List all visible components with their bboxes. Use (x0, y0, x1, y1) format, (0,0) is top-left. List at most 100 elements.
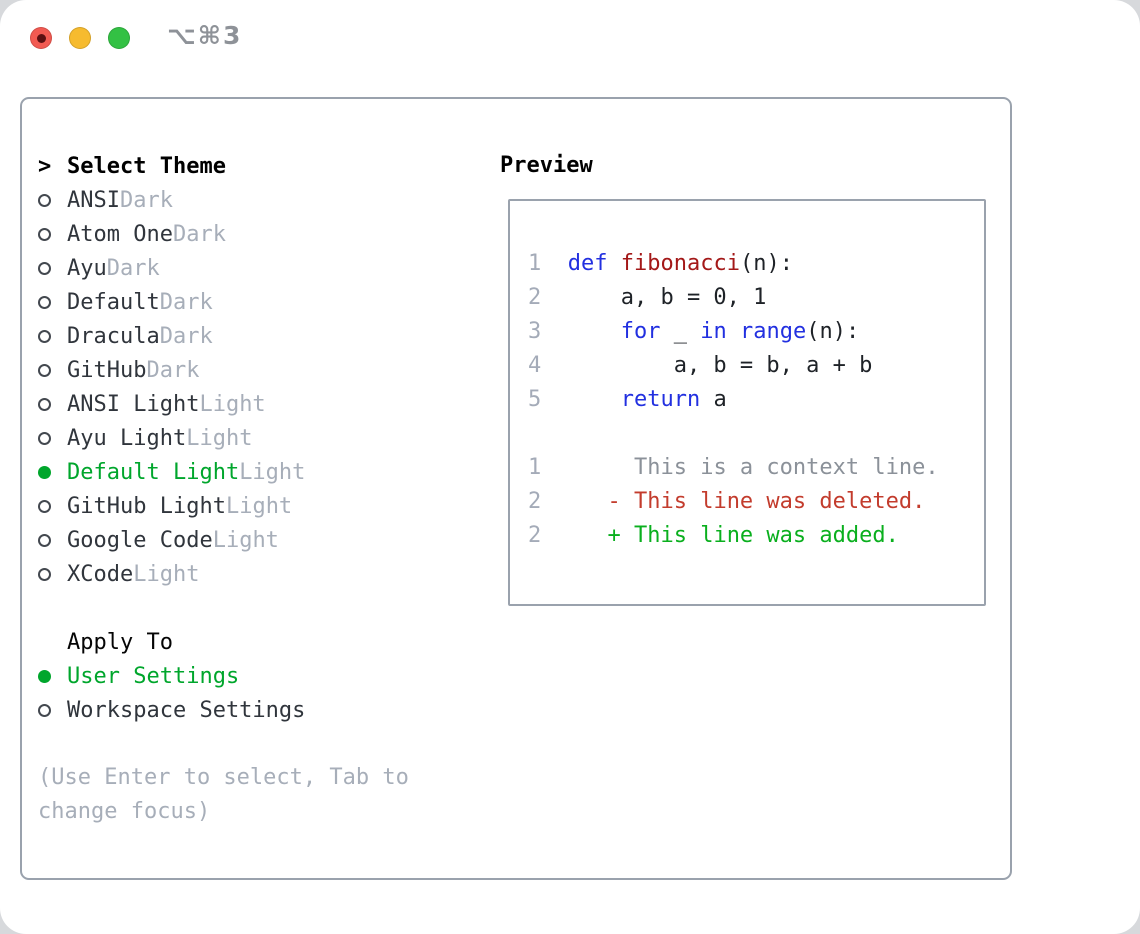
code-line: 2 a, b = 0, 1 (528, 281, 984, 315)
theme-variant-label: Dark (106, 255, 160, 281)
radio-icon (38, 363, 51, 377)
code-token-plain (541, 455, 634, 480)
theme-option[interactable]: ANSI Dark (38, 183, 305, 217)
theme-variant-label: Light (212, 527, 279, 553)
code-token-kw: range (739, 319, 807, 344)
code-token-kw: for (620, 319, 661, 344)
theme-variant-label: Light (199, 391, 266, 417)
radio-icon (38, 499, 51, 513)
close-dot-icon (36, 33, 46, 43)
theme-option-label: GitHub Light (67, 493, 226, 519)
radio-icon (38, 193, 51, 207)
radio-icon (38, 533, 51, 547)
code-line: 3 for _ in range(n): (528, 315, 984, 349)
radio-icon (38, 261, 51, 275)
code-token-num: 5 (528, 387, 542, 412)
code-token-plain: a, b = b, a + b (541, 353, 873, 378)
theme-option-label: Default (67, 289, 160, 315)
theme-option-label: Ayu Light (67, 425, 187, 451)
code-token-plain: _ (660, 319, 701, 344)
code-token-num: 1 (528, 455, 542, 480)
theme-variant-label: Light (133, 561, 200, 587)
theme-variant-label: Dark (146, 357, 200, 383)
traffic-lights (30, 27, 130, 49)
code-token-plain (541, 387, 620, 412)
theme-option[interactable]: Default Dark (38, 285, 305, 319)
theme-option[interactable]: Dracula Dark (38, 319, 305, 353)
radio-icon (38, 329, 51, 343)
code-token-plain (608, 251, 621, 276)
minimize-button[interactable] (69, 27, 91, 49)
theme-option-label: Default Light (67, 459, 240, 485)
code-token-ctx: This is a context line. (633, 455, 939, 480)
theme-variant-label: Dark (159, 289, 213, 315)
code-token-plain (541, 319, 620, 344)
theme-variant-label: Light (225, 493, 293, 519)
zoom-button[interactable] (108, 27, 130, 49)
code-token-plain (727, 319, 740, 344)
code-token-plain: (n): (806, 319, 860, 344)
code-token-plain: (n): (739, 251, 793, 276)
theme-option[interactable]: Atom One Dark (38, 217, 305, 251)
diff-added-line: 2 + This line was added. (528, 519, 984, 553)
theme-variant-label: Dark (172, 221, 226, 247)
theme-option[interactable]: Ayu Dark (38, 251, 305, 285)
code-token-num: 1 (528, 251, 542, 276)
radio-selected-icon (38, 669, 51, 683)
theme-option[interactable]: Default Light Light (38, 455, 305, 489)
diff-context-line: 1 This is a context line. (528, 451, 984, 485)
code-token-del: - This line was deleted. (607, 489, 926, 514)
blank-line (528, 417, 984, 451)
code-token-num: 2 (528, 523, 542, 548)
close-button[interactable] (30, 27, 52, 49)
theme-list-title: Select Theme (67, 153, 226, 179)
radio-icon (38, 397, 51, 411)
theme-option[interactable]: GitHub Dark (38, 353, 305, 387)
radio-icon (38, 295, 51, 309)
theme-option-label: Ayu (67, 255, 107, 281)
code-token-fn: fibonacci (620, 251, 740, 276)
theme-variant-label: Dark (119, 187, 173, 213)
theme-option-label: ANSI (67, 187, 120, 213)
code-token-num: 4 (528, 353, 542, 378)
hint-line-2: change focus) (38, 799, 211, 824)
theme-option-label: GitHub (67, 357, 147, 383)
theme-option[interactable]: GitHub Light Light (38, 489, 305, 523)
theme-option-label: Google Code (67, 527, 213, 553)
theme-option-label: ANSI Light (67, 391, 200, 417)
code-token-kw: def (567, 251, 608, 276)
theme-option-label: XCode (67, 561, 134, 587)
theme-option[interactable]: ANSI Light Light (38, 387, 305, 421)
hint-block: (Use Enter to select, Tab to change focu… (38, 761, 409, 829)
code-token-num: 2 (528, 489, 542, 514)
apply-option-label: User Settings (67, 663, 240, 689)
code-token-plain (541, 523, 607, 548)
apply-option[interactable]: Workspace Settings (38, 693, 305, 727)
code-line: 1 def fibonacci(n): (528, 247, 984, 281)
radio-icon (38, 431, 51, 445)
radio-icon (38, 567, 51, 581)
code-token-num: 3 (528, 319, 542, 344)
theme-option[interactable]: Ayu Light Light (38, 421, 305, 455)
code-line: 5 return a (528, 383, 984, 417)
radio-icon (38, 703, 51, 717)
theme-option[interactable]: XCode Light (38, 557, 305, 591)
code-token-plain (541, 489, 607, 514)
theme-option[interactable]: Google Code Light (38, 523, 305, 557)
theme-variant-label: Light (186, 425, 253, 451)
apply-to-title: Apply To (67, 629, 173, 655)
apply-option[interactable]: User Settings (38, 659, 305, 693)
radio-icon (38, 227, 51, 241)
theme-variant-label: Light (239, 459, 306, 485)
diff-deleted-line: 2 - This line was deleted. (528, 485, 984, 519)
theme-list-header-row: > Select Theme (38, 149, 305, 183)
code-token-plain (541, 251, 568, 276)
radio-selected-icon (38, 465, 51, 479)
code-line: 4 a, b = b, a + b (528, 349, 984, 383)
apply-to-header-row: Apply To (38, 625, 305, 659)
